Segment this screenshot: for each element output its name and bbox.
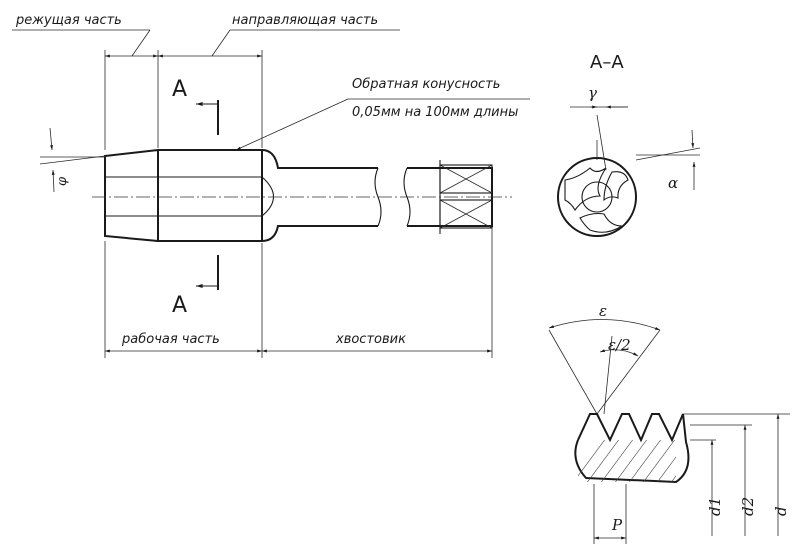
guiding-part-outline [158, 149, 263, 242]
flute-end-curve [261, 176, 275, 217]
cutting-part-outline [104, 148, 159, 243]
square-top [439, 164, 493, 194]
tap-side-view [92, 148, 512, 243]
section-cut-marks [196, 100, 219, 290]
neck-bottom [261, 225, 378, 242]
d1-symbol: d1 [706, 497, 724, 516]
shank-label: хвостовик [335, 332, 406, 347]
top-dimensions [12, 29, 400, 150]
epsilon-half-symbol: ε/2 [608, 336, 631, 354]
working-part-label: рабочая часть [121, 332, 220, 347]
thread-teeth [577, 413, 684, 443]
section-mark-top: А [172, 77, 187, 102]
epsilon-symbol: ε [599, 302, 607, 320]
neck-top [261, 149, 378, 169]
section-outer-circle [557, 157, 637, 237]
square-bottom [439, 199, 493, 229]
pitch-symbol: P [611, 516, 623, 534]
cutting-part-label: режущая часть [15, 13, 122, 28]
thread-profile-detail [548, 319, 790, 544]
d-symbol: d [772, 506, 790, 516]
back-taper-label-line1: Обратная конусность [352, 77, 500, 92]
section-core [581, 181, 613, 213]
back-taper-leader [235, 98, 530, 151]
section-title: А–А [590, 52, 624, 73]
alpha-symbol: α [668, 174, 678, 192]
bottom-dimensions [104, 228, 493, 358]
section-a-a [557, 105, 701, 237]
phi-angle-dimension [39, 127, 106, 193]
thread-body [574, 413, 690, 484]
gamma-symbol: γ [588, 84, 597, 102]
section-mark-bottom: А [172, 293, 187, 318]
guiding-part-label: направляющая часть [232, 13, 378, 28]
phi-symbol: φ [55, 176, 70, 186]
d2-symbol: d2 [739, 497, 757, 516]
back-taper-label-line2: 0,05мм на 100мм длины [352, 105, 518, 120]
